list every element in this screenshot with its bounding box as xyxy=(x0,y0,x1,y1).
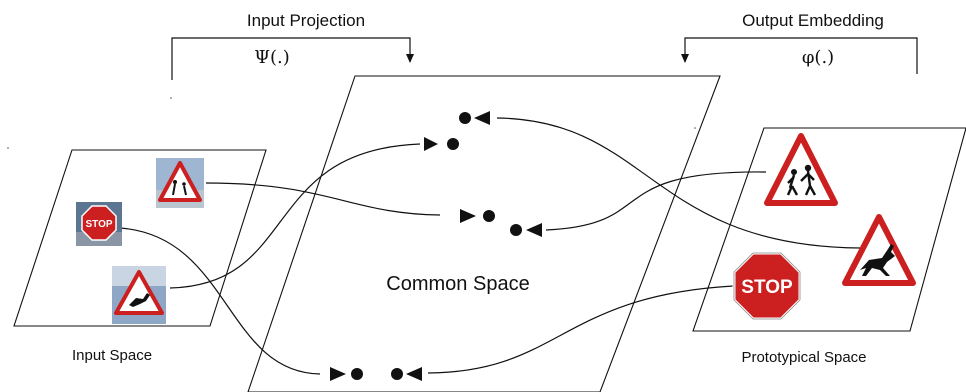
children-embedding-curve xyxy=(545,171,767,231)
input-space-label: Input Space xyxy=(72,347,152,364)
stop-photo-text: STOP xyxy=(85,219,112,230)
stop-embedding-curve xyxy=(427,285,734,374)
stop-embedding-point xyxy=(391,367,422,381)
common-space-label: Common Space xyxy=(386,273,529,295)
deer-crossing-sign-photo-icon xyxy=(112,266,166,324)
stop-sign-icon: STOP xyxy=(732,251,802,321)
stray-mark xyxy=(170,97,172,99)
stop-sign-photo-icon: STOP xyxy=(76,202,122,246)
output-embedding-bracket xyxy=(681,37,918,74)
input-projection-function: Ψ(.) xyxy=(254,47,290,68)
deer-embedding-curve xyxy=(496,117,861,249)
stop-projection-point xyxy=(330,367,363,381)
children-crossing-sign-icon xyxy=(764,133,838,206)
common-space-plane xyxy=(247,75,721,392)
children-crossing-sign-photo-icon xyxy=(156,158,204,208)
input-space-plane xyxy=(13,149,267,327)
input-projection-bracket xyxy=(171,37,414,80)
stray-mark xyxy=(7,147,9,149)
children-projection-point xyxy=(460,209,495,223)
children-embedding-point xyxy=(510,223,542,237)
deer-projection-point xyxy=(424,137,459,151)
deer-embedding-point xyxy=(459,111,490,125)
deer-projection-curve xyxy=(169,143,421,289)
stop-projection-curve xyxy=(119,227,321,375)
output-embedding-label: Output Embedding xyxy=(742,11,884,30)
prototypical-space-label: Prototypical Space xyxy=(741,349,866,366)
stray-mark xyxy=(694,127,696,129)
prototypical-space-plane xyxy=(692,127,966,332)
stop-sign-text: STOP xyxy=(741,277,793,298)
deer-crossing-sign-icon xyxy=(842,214,916,286)
children-projection-curve xyxy=(205,182,441,216)
output-embedding-function: φ(.) xyxy=(802,47,834,68)
input-projection-label: Input Projection xyxy=(247,11,365,30)
